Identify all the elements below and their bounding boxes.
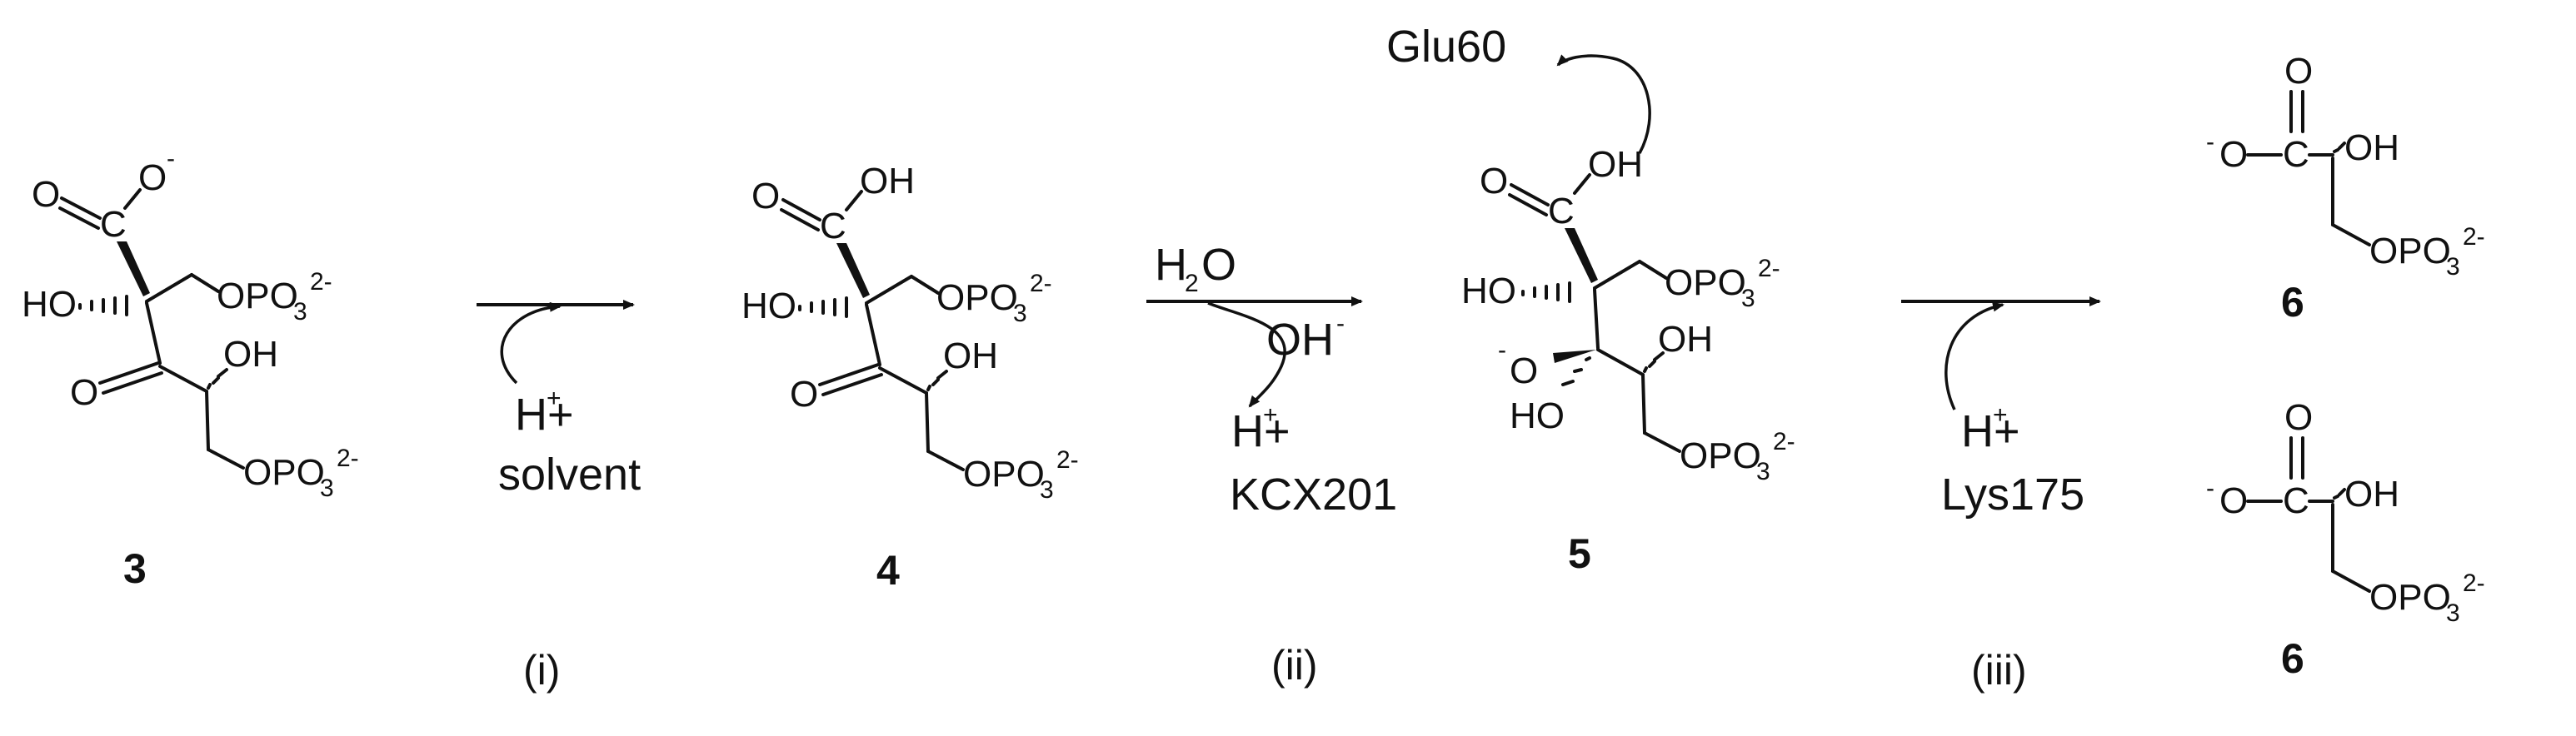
atom-opo3: OPO: [936, 277, 1018, 318]
atom-opo3: OPO: [1665, 262, 1746, 303]
step-label: (i): [523, 647, 560, 694]
atom-ho: HO: [1510, 395, 1565, 436]
atom-o: O: [32, 174, 60, 215]
step-ii: H 2 O OH - H+ KCX201 (ii): [1146, 240, 1397, 689]
atom-o: O: [2219, 480, 2248, 521]
sub-3: 3: [320, 475, 334, 502]
atom-opo3: OPO: [963, 454, 1045, 495]
compound-label: 6: [2281, 635, 2304, 682]
charge-2minus: 2-: [337, 445, 359, 472]
proton-label: H+: [1961, 406, 2020, 456]
sub-3: 3: [1741, 285, 1755, 312]
compound-5: Glu60 O C OH HO OPO 3 2- - O HO OH OPO 3…: [1386, 22, 1795, 577]
charge-minus: -: [1498, 336, 1506, 364]
reagent-solvent: solvent: [498, 450, 641, 500]
atom-oh: OH: [1658, 319, 1713, 360]
compound-6-top: O - O C OH OPO 3 2- 6: [2206, 51, 2485, 326]
step-iii: H+ Lys175 (iii): [1901, 296, 2101, 694]
sub-3: 3: [1040, 476, 1054, 504]
atom-o: O: [138, 157, 167, 198]
compound-label: 6: [2281, 279, 2304, 326]
atom-o: O: [1510, 351, 1538, 391]
compound-label: 3: [123, 545, 147, 592]
reagent-h2o-h: H: [1155, 240, 1187, 290]
atom-opo3: OPO: [2369, 577, 2451, 618]
reagent-h2o-o: O: [1201, 240, 1236, 290]
charge-2minus: 2-: [310, 268, 332, 296]
charge-2minus: 2-: [1758, 255, 1780, 282]
compound-label: 5: [1568, 530, 1591, 577]
sub-3: 3: [1013, 300, 1027, 327]
atom-c: C: [100, 204, 127, 245]
atom-c: C: [1548, 191, 1575, 231]
charge-2minus: 2-: [1773, 428, 1795, 455]
atom-o: O: [790, 374, 818, 415]
compound-6-bottom: O - O C OH OPO 3 2- 6: [2206, 397, 2485, 682]
atom-o: O: [751, 176, 780, 216]
charge-2minus: 2-: [1056, 446, 1079, 474]
atom-c: C: [820, 206, 846, 246]
atom-oh: OH: [2344, 474, 2399, 515]
atom-c: C: [2283, 480, 2309, 521]
reagent-oh: OH: [1266, 315, 1334, 365]
compound-4: O C OH HO OPO 3 2- O OH OPO 3 2- 4: [741, 161, 1079, 594]
atom-o: O: [2284, 51, 2313, 92]
compound-label: 4: [876, 547, 900, 594]
atom-o: O: [2284, 397, 2313, 438]
atom-ho: HO: [1461, 271, 1516, 311]
step-i: H+ solvent (i): [477, 300, 641, 694]
reagent-oh-minus: -: [1336, 310, 1345, 337]
charge-plus: +: [1263, 401, 1278, 429]
atom-opo3: OPO: [243, 452, 325, 493]
reagent-lys175: Lys175: [1941, 470, 2084, 520]
atom-oh: OH: [223, 334, 278, 375]
atom-o: O: [1480, 161, 1508, 201]
atom-ho: HO: [22, 284, 77, 325]
charge-plus: +: [1993, 401, 2008, 429]
proton-label: H+: [1231, 406, 1290, 456]
reagent-h2o-2: 2: [1185, 270, 1199, 297]
sub-3: 3: [2446, 253, 2460, 281]
residue-glu60: Glu60: [1386, 22, 1506, 72]
atom-o: O: [70, 372, 98, 413]
sub-3: 3: [2446, 599, 2460, 627]
compound-3: O C O - HO OPO 3 2- O OH OPO 3 2- 3: [22, 145, 359, 592]
sub-3: 3: [1756, 458, 1770, 485]
charge-minus: -: [2206, 128, 2214, 156]
atom-o: O: [2219, 134, 2248, 175]
atom-opo3: OPO: [1680, 435, 1761, 476]
atom-c: C: [2283, 134, 2309, 175]
charge-plus: +: [547, 385, 562, 412]
step-label: (ii): [1271, 642, 1318, 689]
atom-oh: OH: [2344, 127, 2399, 168]
sub-3: 3: [293, 298, 307, 326]
atom-oh: OH: [860, 161, 915, 201]
charge-2minus: 2-: [2463, 223, 2485, 251]
charge-minus: -: [2206, 475, 2214, 502]
charge-2minus: 2-: [2463, 569, 2485, 597]
step-label: (iii): [1971, 647, 2027, 694]
charge-2minus: 2-: [1030, 270, 1052, 297]
atom-ho: HO: [741, 286, 796, 326]
atom-oh: OH: [1588, 144, 1643, 185]
charge-minus: -: [167, 145, 175, 172]
atom-oh: OH: [943, 336, 998, 376]
atom-opo3: OPO: [2369, 231, 2451, 271]
proton-label: H+: [515, 390, 574, 440]
atom-opo3: OPO: [217, 276, 298, 316]
reagent-kcx201: KCX201: [1230, 470, 1397, 520]
